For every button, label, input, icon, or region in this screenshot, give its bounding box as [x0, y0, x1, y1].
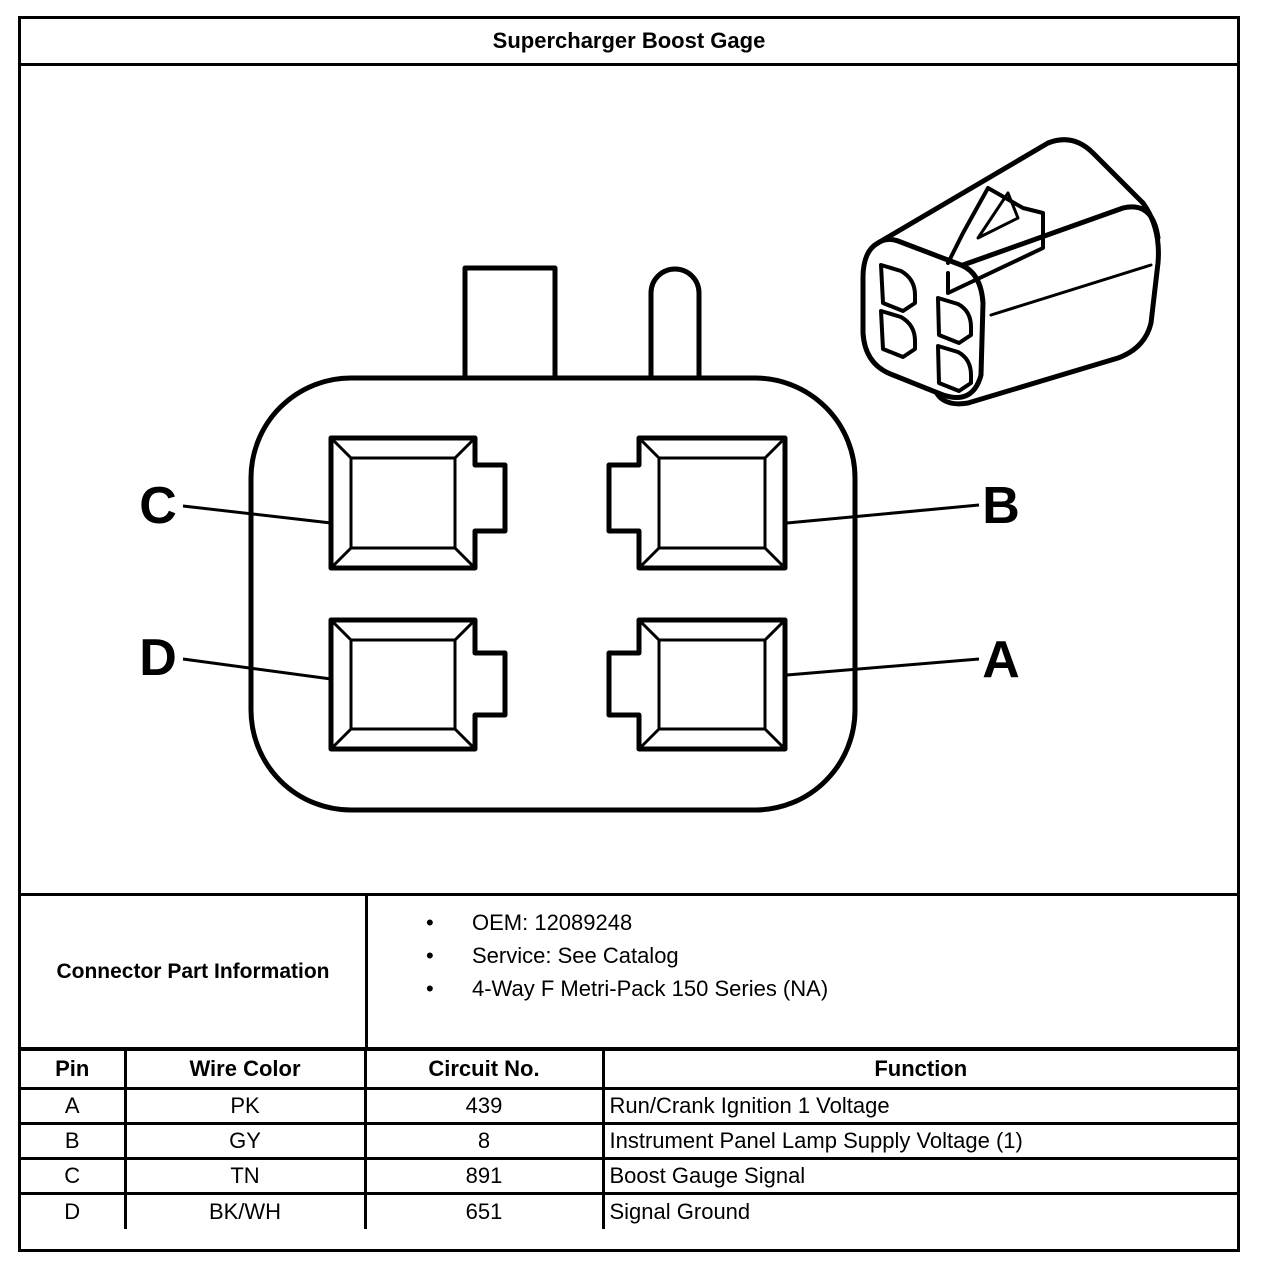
leader-line-c [182, 504, 332, 525]
cell-pin: B [21, 1122, 127, 1160]
cell-function: Signal Ground [601, 1192, 1237, 1229]
pinout-table: Pin Wire Color Circuit No. Function A PK… [21, 1047, 1237, 1229]
table-row: A PK 439 Run/Crank Ignition 1 Voltage [21, 1087, 1237, 1125]
cell-function: Run/Crank Ignition 1 Voltage [601, 1087, 1237, 1125]
cavity-a [606, 617, 788, 752]
cell-wire-color: TN [123, 1157, 367, 1195]
pin-label-c: C [139, 477, 177, 535]
table-row: B GY 8 Instrument Panel Lamp Supply Volt… [21, 1122, 1237, 1160]
connector-info-list: •OEM: 12089248 •Service: See Catalog •4-… [368, 906, 1237, 1005]
table-row: C TN 891 Boost Gauge Signal [21, 1157, 1237, 1195]
connector-key-tab [462, 265, 558, 381]
cell-function: Boost Gauge Signal [601, 1157, 1237, 1195]
pin-label-d: D [139, 629, 177, 687]
cell-pin: D [21, 1192, 127, 1229]
cavity-c [328, 435, 508, 571]
cavity-d [328, 617, 508, 752]
leader-line-a [786, 657, 980, 677]
cell-circuit: 8 [363, 1122, 605, 1160]
cell-circuit: 439 [363, 1087, 605, 1125]
connector-part-info: Connector Part Information •OEM: 1208924… [21, 893, 1237, 1051]
bullet-icon: • [426, 976, 434, 1001]
page-title: Supercharger Boost Gage [21, 19, 1237, 66]
cell-circuit: 891 [363, 1157, 605, 1195]
leader-line-d [182, 657, 332, 681]
connector-body [248, 375, 858, 813]
header-circuit: Circuit No. [363, 1047, 605, 1090]
bullet-icon: • [426, 910, 434, 935]
header-wire-color: Wire Color [123, 1047, 367, 1090]
connector-face-drawing: C D B A [139, 137, 1161, 813]
cell-circuit: 651 [363, 1192, 605, 1229]
cell-pin: A [21, 1087, 127, 1125]
cell-pin: C [21, 1157, 127, 1195]
cell-wire-color: BK/WH [123, 1192, 367, 1229]
table-header-row: Pin Wire Color Circuit No. Function [21, 1047, 1237, 1090]
connector-iso-drawing [860, 137, 1161, 407]
connector-sheet: Supercharger Boost Gage [18, 16, 1240, 1252]
cell-wire-color: PK [123, 1087, 367, 1125]
connector-info-item: •OEM: 12089248 [368, 906, 1237, 939]
connector-info-item: •4-Way F Metri-Pack 150 Series (NA) [368, 972, 1237, 1005]
leader-line-b [786, 503, 980, 525]
cell-wire-color: GY [123, 1122, 367, 1160]
bullet-icon: • [426, 943, 434, 968]
cell-function: Instrument Panel Lamp Supply Voltage (1) [601, 1122, 1237, 1160]
table-row: D BK/WH 651 Signal Ground [21, 1192, 1237, 1229]
cavity-b [606, 435, 788, 571]
connector-latch-post [648, 266, 702, 378]
connector-info-item: •Service: See Catalog [368, 939, 1237, 972]
pin-label-b: B [982, 477, 1020, 535]
header-pin: Pin [21, 1047, 127, 1090]
connector-info-label: Connector Part Information [21, 896, 368, 1048]
connector-diagram: C D B A [21, 66, 1237, 896]
pin-label-a: A [982, 631, 1020, 689]
header-function: Function [601, 1047, 1237, 1090]
